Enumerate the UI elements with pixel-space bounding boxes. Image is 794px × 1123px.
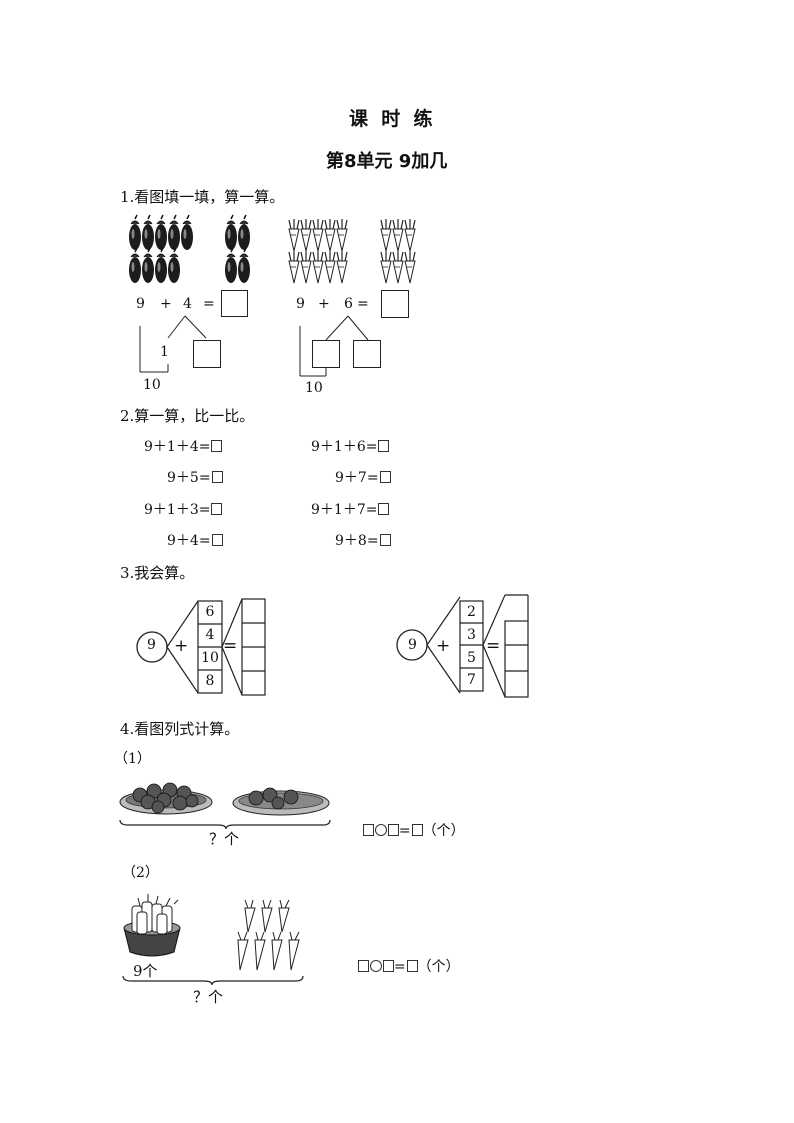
q3-right-center: 9 bbox=[408, 637, 417, 653]
apple-plates-icon bbox=[119, 782, 331, 830]
q3-right-plus: + bbox=[436, 636, 451, 656]
q1-left-split-value: 1 bbox=[160, 344, 169, 360]
q3-right-equals: = bbox=[486, 636, 501, 656]
q2-answer-box[interactable] bbox=[378, 440, 390, 452]
q3-right-num-2: 3 bbox=[467, 627, 476, 643]
q2-right-row-1: 9＋1＋6= bbox=[311, 436, 390, 456]
q2-answer-box[interactable] bbox=[211, 534, 223, 546]
q1-right-a: 9 bbox=[296, 296, 305, 312]
q3-left-plus: + bbox=[174, 636, 189, 656]
q1-left-split-box[interactable] bbox=[193, 340, 221, 368]
equation-box[interactable] bbox=[382, 960, 394, 972]
q4-part-2-total: ？个 bbox=[193, 988, 224, 1006]
equation-box[interactable] bbox=[362, 824, 374, 836]
q2-right-row-4: 9＋8= bbox=[335, 530, 391, 550]
unit-subtitle: 第8单元 9加几 bbox=[326, 151, 448, 172]
q1-right-b: 6 bbox=[344, 296, 353, 312]
q1-left-ten: 10 bbox=[143, 377, 161, 393]
q2-answer-box[interactable] bbox=[379, 534, 391, 546]
q3-right-num-3: 5 bbox=[467, 650, 476, 666]
equation-box[interactable] bbox=[357, 960, 369, 972]
q2-answer-box[interactable] bbox=[379, 471, 391, 483]
q1-right-split-box-1[interactable] bbox=[312, 340, 340, 368]
q4-part-2-equation: =（个） bbox=[348, 940, 460, 976]
q2-answer-box[interactable] bbox=[211, 471, 223, 483]
question-3-label: 3.我会算。 bbox=[120, 564, 195, 582]
q1-right-split-box-2[interactable] bbox=[353, 340, 381, 368]
q3-left-equals: = bbox=[223, 636, 238, 656]
q1-left-a: 9 bbox=[136, 296, 145, 312]
carrot-group-icon bbox=[288, 218, 416, 284]
operator-circle[interactable] bbox=[374, 824, 387, 836]
q2-left-row-4: 9＋4= bbox=[167, 530, 223, 550]
q2-left-row-3: 9＋1＋3= bbox=[144, 499, 223, 519]
q1-left-split-lines bbox=[139, 315, 207, 373]
q4-part-1-equation: =（个） bbox=[353, 804, 465, 840]
q2-right-row-2: 9＋7= bbox=[335, 467, 391, 487]
question-4-label: 4.看图列式计算。 bbox=[120, 720, 240, 738]
page-title: 课 时 练 bbox=[349, 108, 433, 130]
q3-left-center: 9 bbox=[147, 637, 156, 653]
eggplant-group-icon bbox=[128, 214, 251, 284]
equation-box[interactable] bbox=[387, 824, 399, 836]
q2-right-row-3: 9＋1＋7= bbox=[311, 499, 390, 519]
q1-right-ten: 10 bbox=[305, 380, 323, 396]
q1-right-answer-box[interactable] bbox=[381, 290, 409, 318]
q3-right-num-1: 2 bbox=[467, 604, 476, 620]
q3-left-num-1: 6 bbox=[205, 604, 215, 620]
q4-part-2-label: （2） bbox=[122, 865, 159, 881]
q1-left-answer-box[interactable] bbox=[221, 290, 248, 317]
q1-right-equals: = bbox=[357, 296, 369, 312]
q2-answer-box[interactable] bbox=[378, 503, 390, 515]
question-2-label: 2.算一算，比一比。 bbox=[120, 407, 255, 425]
q4-part-1-label: （1） bbox=[114, 751, 151, 767]
q1-left-plus: + bbox=[160, 296, 172, 312]
equation-result-box[interactable] bbox=[406, 960, 418, 972]
q2-answer-box[interactable] bbox=[211, 503, 223, 515]
q2-left-row-2: 9＋5= bbox=[167, 467, 223, 487]
q3-left-num-4: 8 bbox=[205, 673, 215, 689]
carrot-basket-icon bbox=[122, 894, 304, 986]
q3-right-num-4: 7 bbox=[467, 672, 476, 688]
q3-left-num-3: 10 bbox=[201, 650, 219, 666]
operator-circle[interactable] bbox=[369, 960, 382, 972]
q1-left-equals: = bbox=[203, 296, 215, 312]
q3-left-fan-diagram bbox=[136, 598, 266, 696]
q1-left-b: 4 bbox=[183, 296, 192, 312]
q2-left-row-1: 9＋1＋4= bbox=[144, 436, 223, 456]
q3-left-num-2: 4 bbox=[205, 627, 215, 643]
q3-right-fan-diagram bbox=[396, 594, 529, 698]
q2-answer-box[interactable] bbox=[211, 440, 223, 452]
question-1-label: 1.看图填一填，算一算。 bbox=[120, 188, 285, 206]
q4-part-1-total: ？个 bbox=[209, 830, 240, 848]
q4-part-2-count: 9个 bbox=[133, 962, 158, 980]
q1-right-split-lines bbox=[299, 315, 369, 377]
equation-result-box[interactable] bbox=[411, 824, 423, 836]
q1-right-plus: + bbox=[318, 296, 330, 312]
